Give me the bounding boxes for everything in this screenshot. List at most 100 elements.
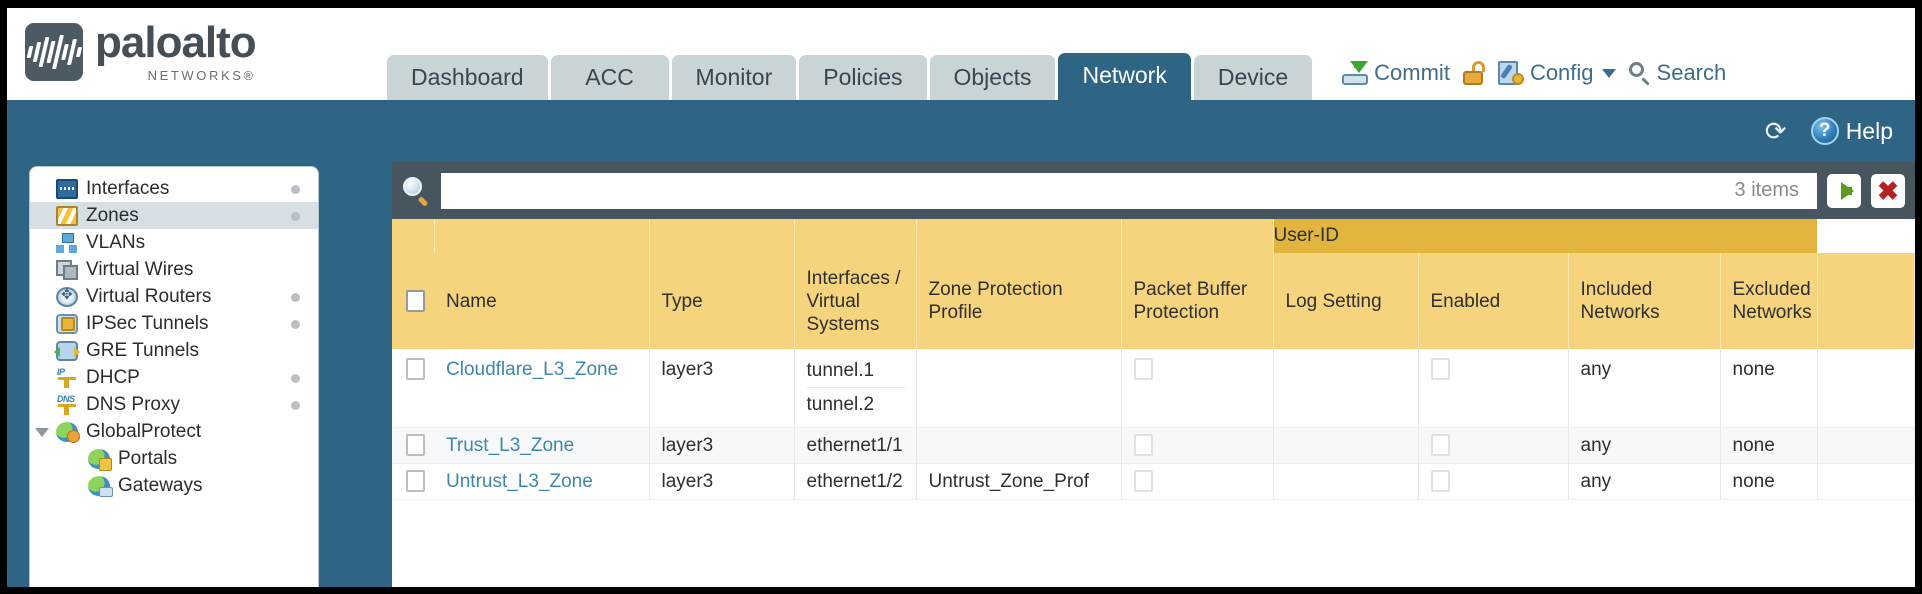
expander-triangle-icon[interactable] bbox=[35, 427, 49, 437]
sidebar-item-portals[interactable]: Portals bbox=[30, 445, 318, 472]
apply-filter-button[interactable] bbox=[1827, 173, 1861, 208]
cell-packet-buffer-protection bbox=[1121, 427, 1274, 464]
column-header-spacer bbox=[1817, 253, 1915, 349]
sidebar-item-virtual-routers[interactable]: Virtual Routers bbox=[30, 283, 318, 310]
cell-packet-buffer-protection bbox=[1121, 349, 1274, 428]
commit-button[interactable]: Commit bbox=[1342, 60, 1450, 86]
cell-included-networks: any bbox=[1568, 463, 1721, 500]
row-checkbox[interactable] bbox=[406, 434, 425, 457]
row-checkbox[interactable] bbox=[406, 358, 425, 380]
gre-tunnels-icon bbox=[54, 340, 80, 361]
packet-buffer-protection-checkbox[interactable] bbox=[1133, 434, 1153, 457]
sidebar-item-label: DHCP bbox=[86, 366, 140, 388]
tab-acc[interactable]: ACC bbox=[550, 55, 669, 100]
userid-enabled-checkbox[interactable] bbox=[1430, 434, 1450, 457]
chevron-down-icon bbox=[1601, 68, 1616, 78]
row-select-cell bbox=[392, 427, 434, 464]
cell-interfaces: ethernet1/1 bbox=[794, 427, 917, 464]
config-menu[interactable]: Config bbox=[1497, 60, 1616, 86]
brand-logo: paloalto NETWORKS® bbox=[7, 21, 387, 100]
cell-name: Untrust_L3_Zone bbox=[434, 463, 650, 500]
help-label: Help bbox=[1845, 117, 1893, 144]
tab-policies[interactable]: Policies bbox=[799, 55, 927, 100]
column-header-packet-buffer-protection[interactable]: Packet Buffer Protection bbox=[1121, 253, 1274, 349]
network-sidebar: Interfaces Zones VLANs Virtual Wires Vir… bbox=[29, 166, 319, 587]
global-search-button[interactable]: Search bbox=[1628, 60, 1727, 86]
tab-network[interactable]: Network bbox=[1058, 53, 1191, 100]
search-input[interactable] bbox=[441, 172, 1735, 209]
content-area: Interfaces Zones VLANs Virtual Wires Vir… bbox=[7, 162, 1915, 587]
cell-packet-buffer-protection bbox=[1121, 463, 1274, 500]
cell-spacer bbox=[1817, 349, 1915, 428]
clear-filter-button[interactable]: ✖ bbox=[1871, 173, 1905, 208]
zone-name-link[interactable]: Untrust_L3_Zone bbox=[446, 470, 593, 492]
packet-buffer-protection-checkbox[interactable] bbox=[1133, 358, 1153, 380]
cell-type: layer3 bbox=[649, 463, 795, 500]
column-header-enabled[interactable]: Enabled bbox=[1418, 253, 1569, 349]
sidebar-item-gateways[interactable]: Gateways bbox=[30, 472, 318, 499]
sidebar-item-virtual-wires[interactable]: Virtual Wires bbox=[30, 256, 318, 283]
row-select-cell bbox=[392, 349, 434, 428]
cell-log-setting bbox=[1273, 427, 1419, 464]
column-header-interfaces[interactable]: Interfaces / Virtual Systems bbox=[794, 253, 917, 349]
refresh-icon[interactable]: ⟳ bbox=[1764, 116, 1787, 146]
packet-buffer-protection-checkbox[interactable] bbox=[1133, 470, 1153, 493]
table-row[interactable]: Untrust_L3_Zone layer3 ethernet1/2 Untru… bbox=[392, 463, 1915, 500]
userid-enabled-checkbox[interactable] bbox=[1430, 358, 1450, 380]
column-header-excluded-networks[interactable]: Excluded Networks bbox=[1720, 253, 1818, 349]
sidebar-item-vlans[interactable]: VLANs bbox=[30, 229, 318, 256]
sidebar-item-label: Zones bbox=[86, 204, 139, 226]
help-button[interactable]: ? Help bbox=[1810, 117, 1893, 145]
search-icon[interactable] bbox=[402, 176, 432, 207]
zones-table-container: User-ID Name Type Interfaces / Virtual S… bbox=[392, 219, 1915, 587]
userid-enabled-checkbox[interactable] bbox=[1430, 470, 1450, 493]
tab-monitor[interactable]: Monitor bbox=[671, 55, 797, 100]
sidebar-item-label: GlobalProtect bbox=[86, 420, 202, 442]
sidebar-item-label: GRE Tunnels bbox=[86, 339, 199, 361]
cell-name: Trust_L3_Zone bbox=[434, 427, 650, 464]
apply-filter-arrow-icon bbox=[1840, 181, 1854, 200]
cell-interfaces: ethernet1/2 bbox=[794, 463, 917, 500]
table-row[interactable]: Cloudflare_L3_Zone layer3 tunnel.1 tunne… bbox=[392, 349, 1915, 428]
column-header-log-setting[interactable]: Log Setting bbox=[1273, 253, 1419, 349]
sidebar-item-zones[interactable]: Zones bbox=[30, 202, 318, 229]
column-header-zone-protection-profile[interactable]: Zone Protection Profile bbox=[916, 253, 1122, 349]
column-header-type[interactable]: Type bbox=[649, 253, 795, 349]
column-header-name[interactable]: Name bbox=[434, 253, 650, 349]
sidebar-item-dns-proxy[interactable]: DNS DNS Proxy bbox=[30, 391, 318, 418]
table-row[interactable]: Trust_L3_Zone layer3 ethernet1/1 any bbox=[392, 427, 1915, 464]
config-icon bbox=[1497, 61, 1524, 85]
cell-zone-protection-profile bbox=[916, 349, 1122, 428]
group-spacer bbox=[794, 219, 917, 253]
sidebar-item-ipsec-tunnels[interactable]: IPSec Tunnels bbox=[30, 310, 318, 337]
search-label: Search bbox=[1656, 60, 1727, 85]
virtual-wires-icon bbox=[56, 259, 78, 280]
lock-button[interactable] bbox=[1462, 61, 1485, 85]
vlans-icon bbox=[56, 232, 78, 253]
sidebar-item-label: VLANs bbox=[86, 231, 146, 253]
filter-bar: 3 items ✖ bbox=[392, 162, 1915, 219]
select-all-header bbox=[392, 253, 434, 349]
group-header-user-id: User-ID bbox=[1273, 219, 1818, 253]
cell-log-setting bbox=[1273, 349, 1419, 428]
tab-objects[interactable]: Objects bbox=[929, 55, 1056, 100]
ipsec-tunnels-icon bbox=[56, 313, 78, 334]
tab-dashboard[interactable]: Dashboard bbox=[387, 55, 548, 100]
sidebar-item-globalprotect[interactable]: GlobalProtect bbox=[30, 418, 318, 445]
sidebar-item-interfaces[interactable]: Interfaces bbox=[30, 175, 318, 202]
table-header-row: Name Type Interfaces / Virtual Systems Z… bbox=[392, 253, 1915, 349]
cell-userid-enabled bbox=[1418, 463, 1569, 500]
group-spacer bbox=[1121, 219, 1274, 253]
column-header-included-networks[interactable]: Included Networks bbox=[1568, 253, 1721, 349]
sidebar-item-label: Gateways bbox=[118, 474, 203, 496]
select-all-checkbox[interactable] bbox=[406, 290, 425, 313]
zone-name-link[interactable]: Trust_L3_Zone bbox=[446, 434, 575, 456]
sidebar-item-gre-tunnels[interactable]: GRE Tunnels bbox=[30, 337, 318, 364]
zone-name-link[interactable]: Cloudflare_L3_Zone bbox=[446, 359, 619, 380]
cell-name: Cloudflare_L3_Zone bbox=[434, 349, 650, 428]
tab-device[interactable]: Device bbox=[1193, 55, 1313, 100]
row-checkbox[interactable] bbox=[406, 470, 425, 493]
sidebar-item-label: Interfaces bbox=[86, 177, 170, 199]
sidebar-item-dhcp[interactable]: IP DHCP bbox=[30, 364, 318, 391]
